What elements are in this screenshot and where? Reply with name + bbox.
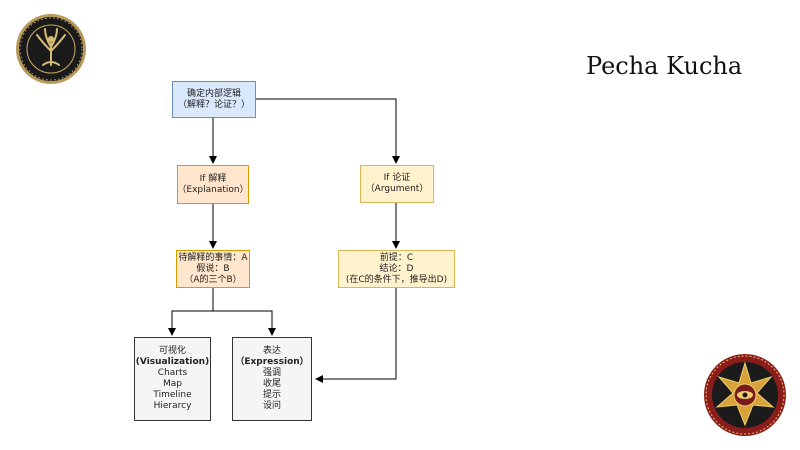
node-visualization-item: Map (163, 379, 182, 389)
node-root-line2: （解释？论证？） (177, 99, 250, 110)
node-visualization-item: Hierarcy (153, 401, 192, 411)
node-argument-detail-line3: (在C的条件下，推导出D) (345, 274, 448, 285)
node-explanation-line1: If 解释 (199, 173, 227, 184)
node-expression-line2: （Expression） (235, 357, 309, 367)
node-visualization-item: Timeline (153, 390, 192, 400)
node-explanation-line2: （Explanation） (177, 184, 249, 195)
node-root: 确定内部逻辑 （解释？论证？） (172, 81, 256, 118)
node-expression: 表达 （Expression） 强调 收尾 提示 设问 (232, 337, 312, 421)
node-expression-item: 强调 (262, 368, 281, 378)
node-expression-item: 提示 (262, 390, 281, 400)
node-argument-detail: 前提：C 结论：D (在C的条件下，推导出D) (338, 250, 455, 288)
node-explanation: If 解释 （Explanation） (177, 165, 249, 204)
node-expression-item: 收尾 (262, 379, 281, 389)
arrow-argument-to-expression (315, 288, 397, 383)
eye-star-seal-logo (704, 354, 786, 436)
node-argument: If 论证 （Argument） (360, 165, 434, 203)
node-visualization: 可视化 (Visualization) Charts Map Timeline … (134, 337, 211, 421)
node-explain-detail-line3: （A的三个B） (184, 274, 242, 285)
arrow-root-to-argument (255, 98, 400, 164)
node-explain-detail: 待解释的事情：A 假说：B （A的三个B） (176, 250, 250, 288)
node-argument-line1: If 论证 (383, 173, 411, 183)
slide-title: Pecha Kucha (586, 52, 743, 80)
node-argument-line2: （Argument） (365, 184, 429, 194)
node-visualization-item: Charts (157, 368, 188, 378)
node-visualization-line2: (Visualization) (135, 357, 210, 367)
tree-seal-logo (16, 14, 86, 84)
arrow-detail-to-expression (213, 310, 276, 336)
node-argument-detail-line2: 结论：D (379, 263, 414, 274)
node-expression-line1: 表达 (262, 346, 281, 356)
node-visualization-line1: 可视化 (158, 346, 186, 356)
node-explain-detail-line1: 待解释的事情：A (178, 252, 248, 263)
node-argument-detail-line1: 前提：C (379, 252, 414, 263)
node-expression-item: 设问 (262, 401, 281, 411)
node-explain-detail-line2: 假说：B (196, 263, 230, 274)
node-root-line1: 确定内部逻辑 (186, 88, 241, 99)
arrow-detail-to-visualization (168, 288, 214, 336)
